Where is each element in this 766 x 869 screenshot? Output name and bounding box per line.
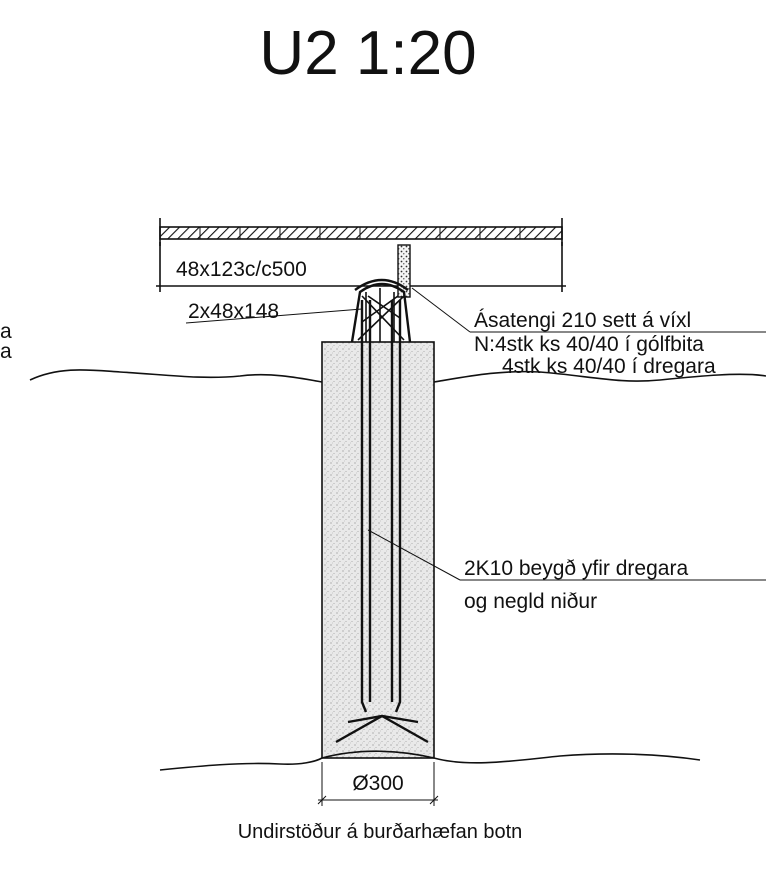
rebar-u-bar (335, 300, 429, 744)
rebar-label-line1: 2K10 beygð yfir dregara (464, 557, 688, 580)
girder-leader (185, 308, 363, 324)
concrete-pier (321, 341, 435, 759)
connector-leader (411, 287, 471, 333)
diameter-label: Ø300 (352, 772, 403, 795)
connector-label-line3: 4stk ks 40/40 í dregara (502, 355, 716, 378)
rebar-label-line2: og negld niður (464, 590, 597, 613)
rebar-leader (367, 529, 461, 581)
left-cut-text-1: a (0, 320, 12, 343)
ground-line-lower (159, 750, 701, 771)
connector-label-line2: N:4stk ks 40/40 í gólfbita (474, 333, 704, 356)
joist-label: 48x123c/c500 (176, 258, 307, 281)
connector-label-line1: Ásatengi 210 sett á víxl (474, 309, 691, 332)
left-cut-text-2: a (0, 340, 12, 363)
ground-line-upper-left (29, 369, 323, 383)
drawing-caption: Undirstöður á burðarhæfan botn (238, 821, 523, 843)
ground-line-upper-right (433, 370, 766, 383)
diameter-dimension (317, 762, 439, 806)
girder (350, 278, 412, 343)
floor-deck (159, 218, 563, 246)
drawing-title: U2 1:20 (259, 19, 476, 88)
